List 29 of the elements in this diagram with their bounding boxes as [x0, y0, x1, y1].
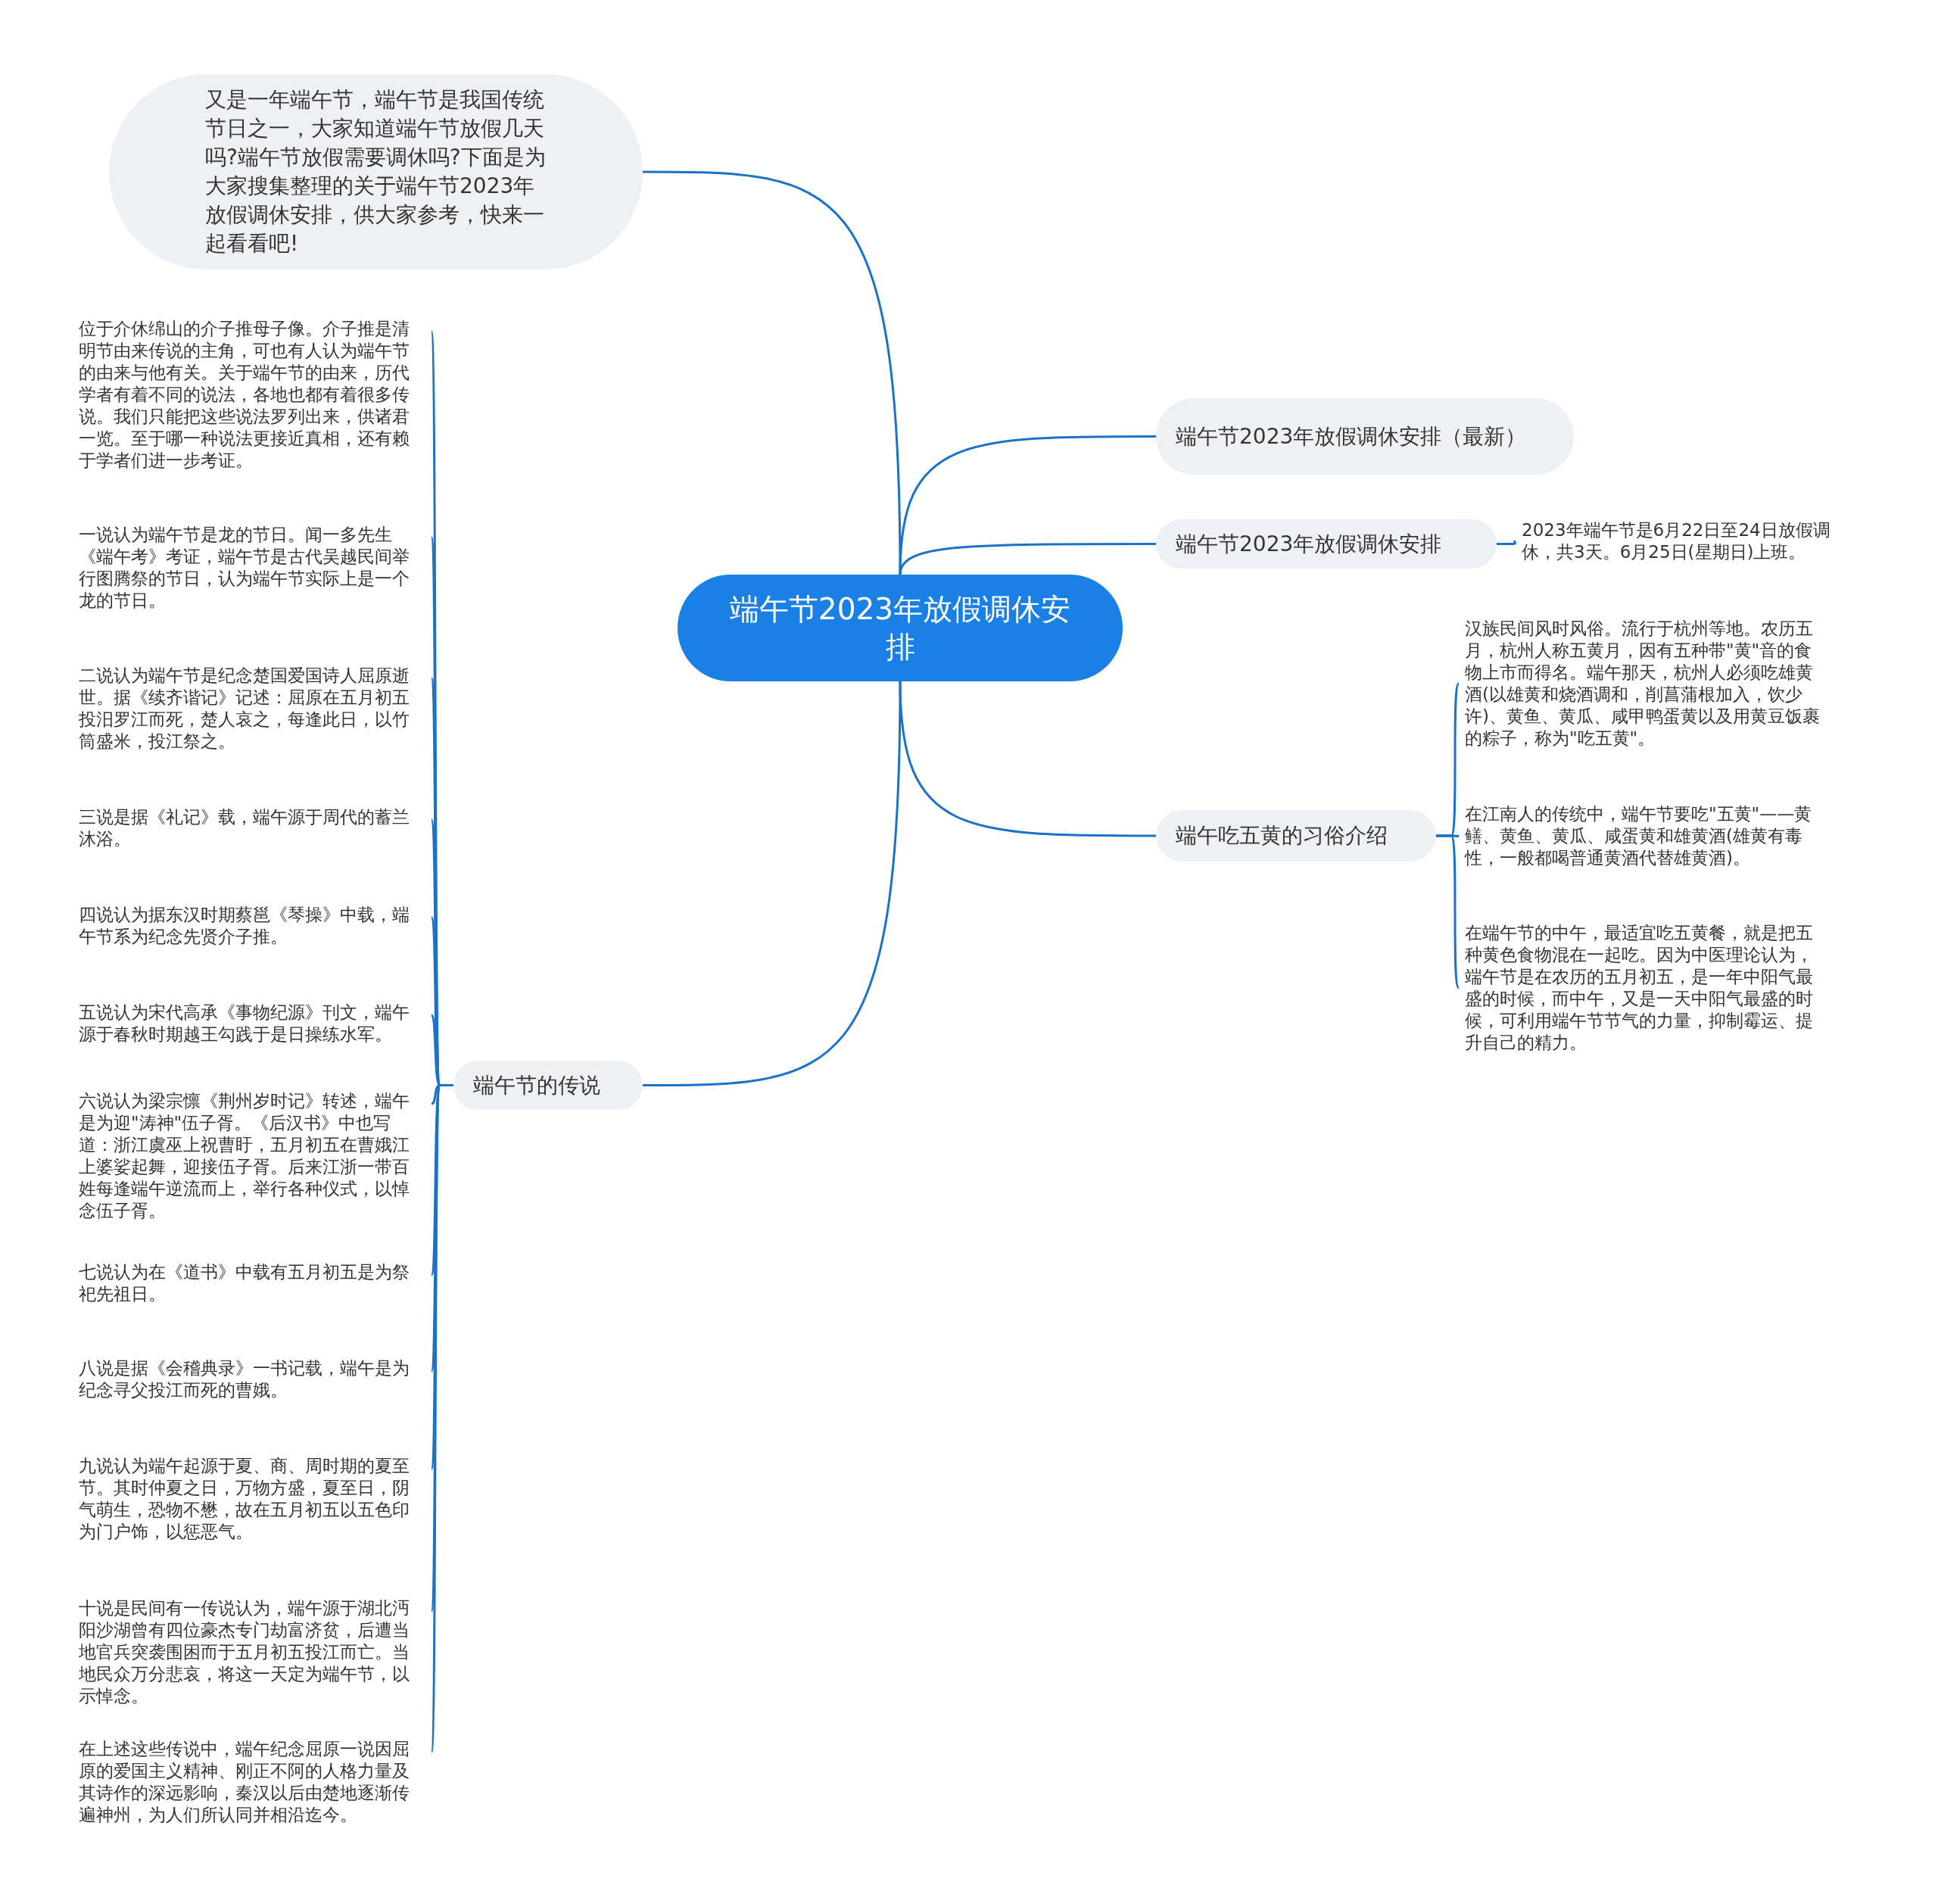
topic-bubble: 端午节2023年放假调休安排 [1156, 519, 1497, 569]
note-text: 一说认为端午节是龙的节日。闻一多先生《端午考》考证，端午节是古代吴越民间举行图腾祭的节日，认为端午节实际上是一个龙的节日。 [79, 524, 425, 612]
connector-line [899, 435, 1156, 575]
central-topic: 端午节2023年放假调休安排 [678, 575, 1123, 681]
topic-bubble: 端午吃五黄的习俗介绍 [1156, 810, 1436, 862]
note-text: 汉族民间风时风俗。流行于杭州等地。农历五月，杭州人称五黄月，因有五种带"黄"音的食物上市而得名。端午那天，杭州人必须吃雄黄酒(以雄黄和烧酒调和，削菖蒲根加入，饮少许)、黄鱼、黄瓜、咸甲鸭蛋黄以及用黄豆饭裹的粽子，称为"吃五黄"。 [1465, 618, 1821, 749]
topic-bubble: 端午节2023年放假调休安排（最新） [1156, 398, 1574, 475]
connector-line [643, 170, 902, 575]
note-text: 在上述这些传说中，端午纪念屈原一说因屈原的爱国主义精神、刚正不阿的人格力量及其诗作的深远影响，秦汉以后由楚地逐渐传遍神州，为人们所认同并相沿迄今。 [79, 1738, 425, 1826]
note-text: 七说认为在《道书》中载有五月初五是为祭祀先祖日。 [79, 1261, 425, 1305]
note-text: 三说是据《礼记》载，端午源于周代的蓄兰沐浴。 [79, 806, 425, 850]
connector-line [1497, 541, 1517, 545]
note-text: 在江南人的传统中，端午节要吃"五黄"——黄鳝、黄鱼、黄瓜、咸蛋黄和雄黄酒(雄黄有毒性，一般都喝普通黄酒代替雄黄酒)。 [1465, 803, 1821, 869]
note-text: 在端午节的中午，最适宜吃五黄餐，就是把五种黄色食物混在一起吃。因为中医理论认为，端午节是在农历的五月初五，是一年中阳气最盛的时候，而中午，又是一天中阳气最盛的时候，可利用端午节节气的力量，抑制霉运、提升自己的精力。 [1465, 922, 1821, 1054]
connector-line [1436, 834, 1460, 989]
connector-line [643, 681, 902, 1086]
topic-bubble: 端午节的传说 [453, 1061, 643, 1110]
note-text: 四说认为据东汉时期蔡邕《琴操》中载，端午节系为纪念先贤介子推。 [79, 904, 425, 948]
connector-line [899, 681, 1156, 837]
note-text: 2023年端午节是6月22日至24日放假调休，共3天。6月25日(星期日)上班。 [1522, 519, 1855, 563]
intro-bubble: 又是一年端午节，端午节是我国传统节日之一，大家知道端午节放假几天吗?端午节放假需要调休吗?下面是为大家搜集整理的关于端午节2023年放假调休安排，供大家参考，快来一起看看吧! [109, 74, 643, 270]
note-text: 八说是据《会稽典录》一书记载，端午是为纪念寻父投江而死的曹娥。 [79, 1357, 425, 1401]
note-text: 二说认为端午节是纪念楚国爱国诗人屈原逝世。据《续齐谐记》记述：屈原在五月初五投汨罗江而死，楚人哀之，每逢此日，以竹筒盛米，投江祭之。 [79, 665, 425, 753]
note-text: 位于介休绵山的介子推母子像。介子推是清明节由来传说的主角，可也有人认为端午节的由来与他有关。关于端午节的由来，历代学者有着不同的说法，各地也都有着很多传说。我们只能把这些说法罗列出来，供诸君一览。至于哪一种说法更接近真相，还有赖于学者们进一步考证。 [79, 318, 425, 472]
note-text: 九说认为端午起源于夏、商、周时期的夏至节。其时仲夏之日，万物方盛，夏至日，阴气萌生，恐物不懋，故在五月初五以五色印为门户饰，以惩恶气。 [79, 1455, 425, 1543]
note-text: 六说认为梁宗懔《荆州岁时记》转述，端午是为迎"涛神"伍子胥。《后汉书》中也写道：浙江虞巫上祝曹盱，五月初五在曹娥江上婆娑起舞，迎接伍子胥。后来江浙一带百姓每逢端午逆流而上，举行各种仪式，以悼念伍子胥。 [79, 1090, 425, 1222]
note-text: 十说是民间有一传说认为，端午源于湖北沔阳沙湖曾有四位豪杰专门劫富济贫，后遭当地官兵突袭围困而于五月初五投江而亡。当地民众万分悲哀，将这一天定为端午节，以示悼念。 [79, 1597, 425, 1707]
connector-line [899, 543, 1156, 575]
note-text: 五说认为宋代高承《事物纪源》刊文，端午源于春秋时期越王勾践于是日操练水军。 [79, 1002, 425, 1045]
